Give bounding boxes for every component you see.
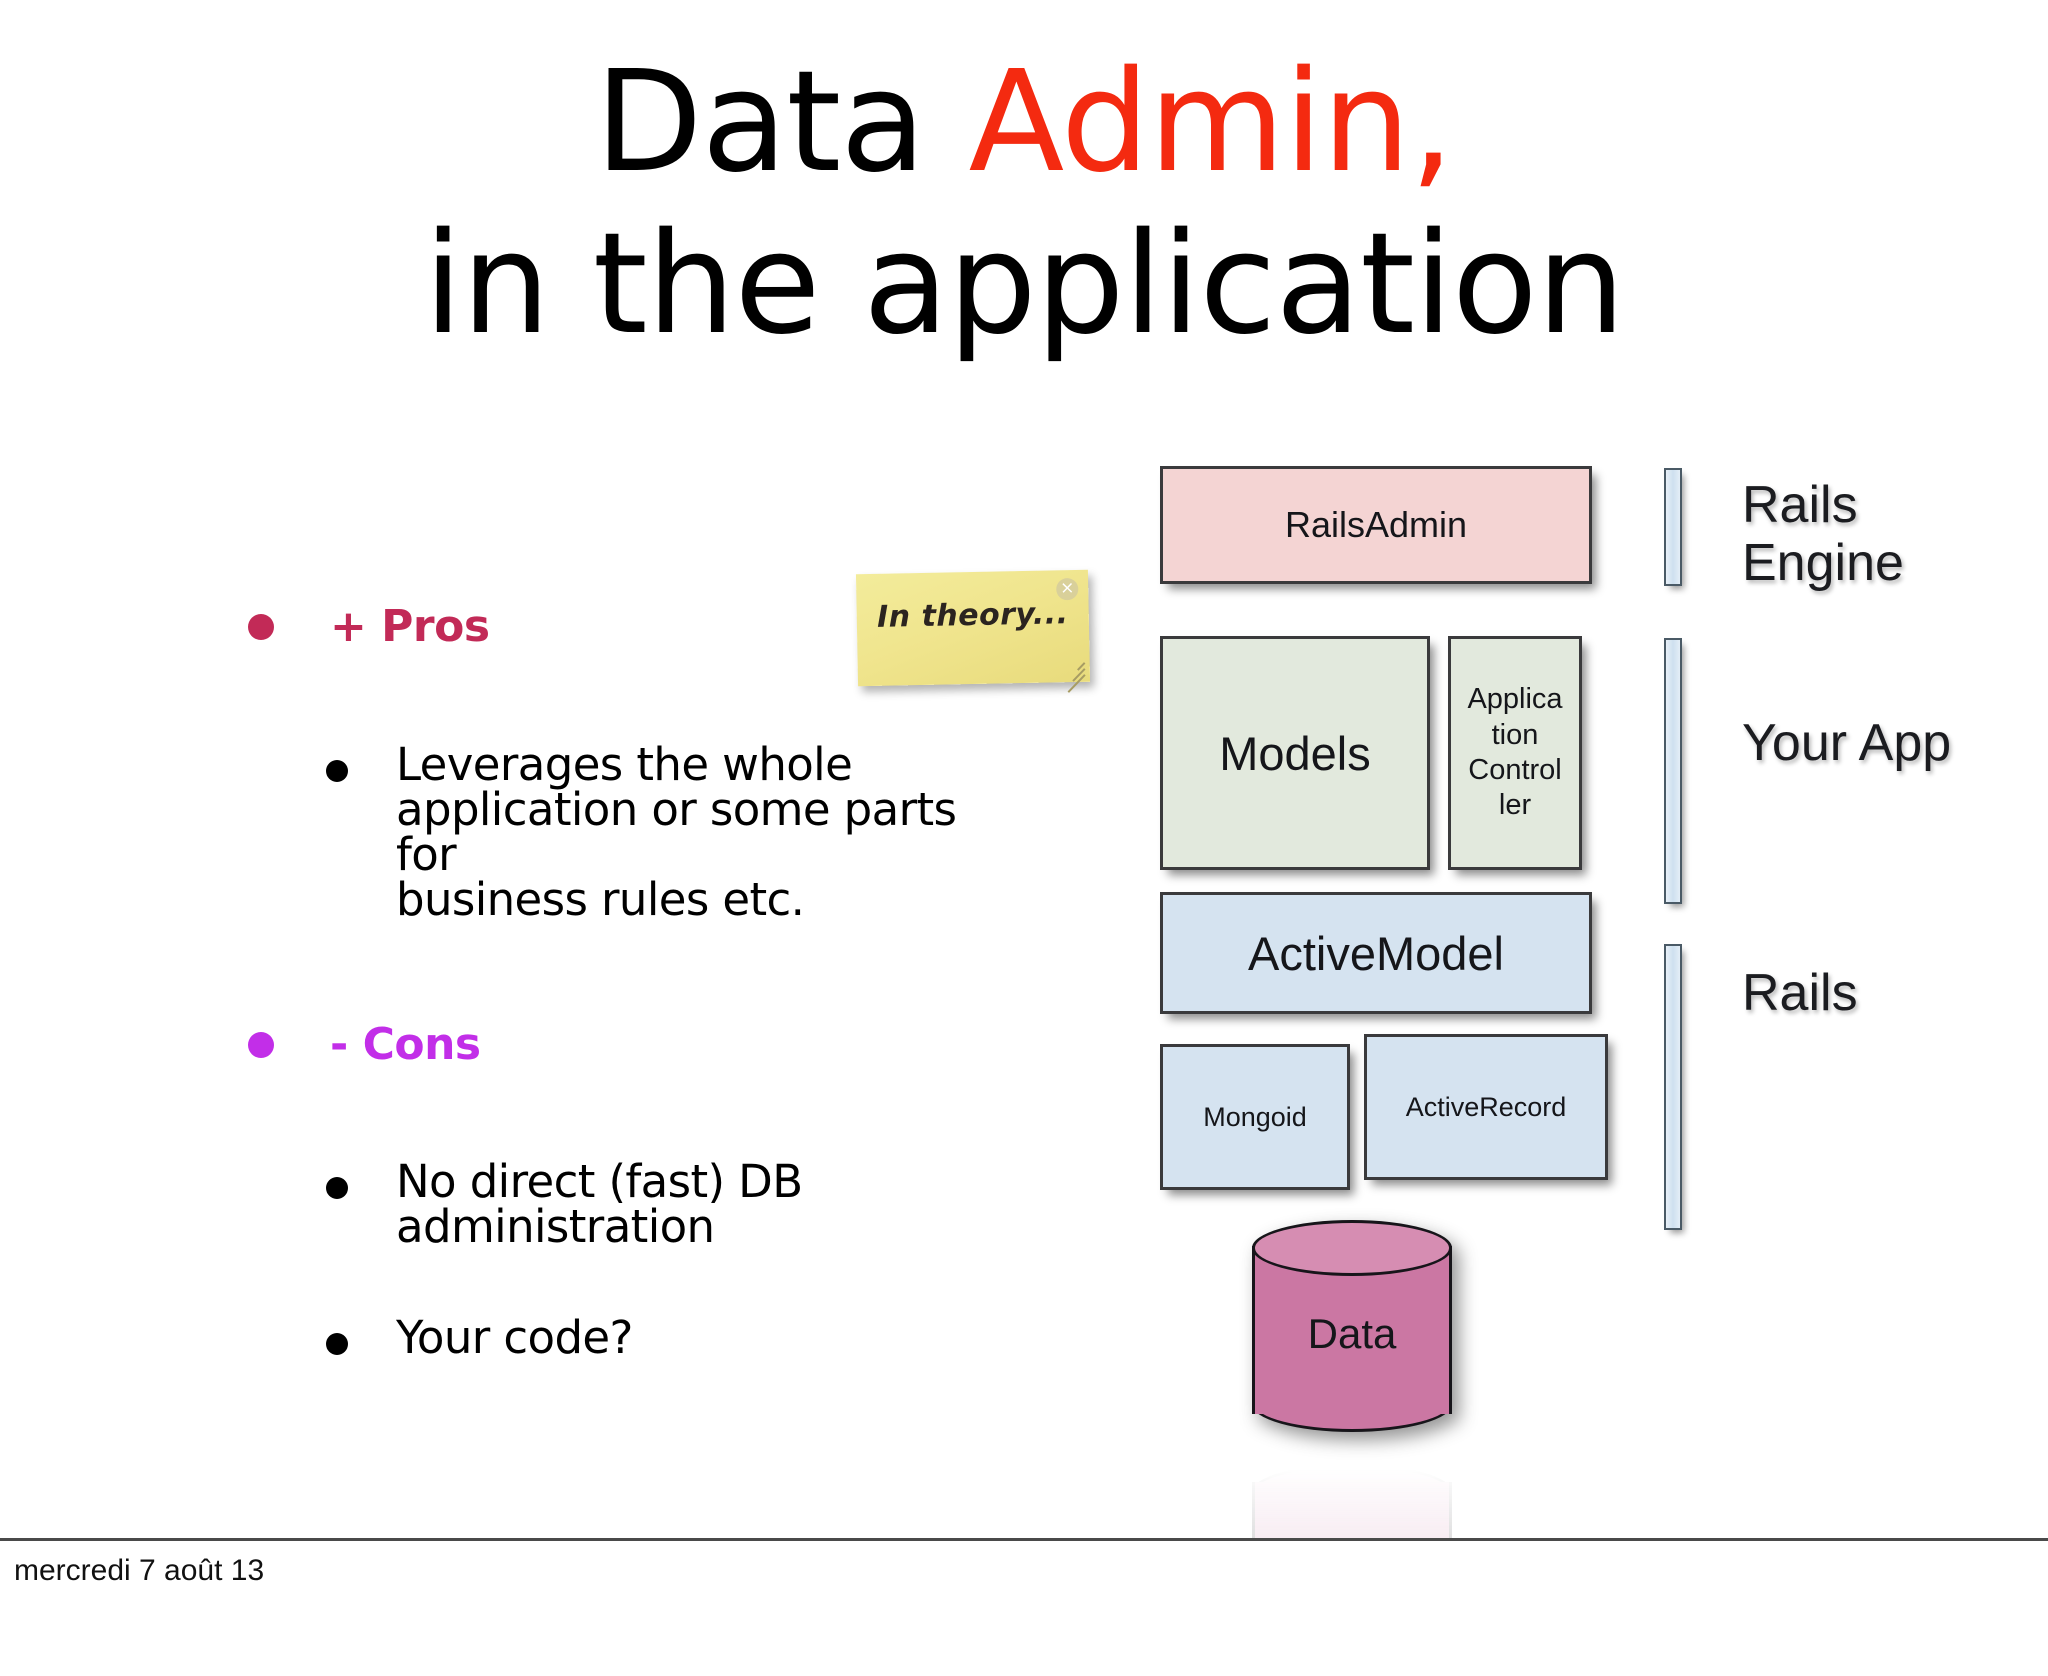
- diagram-box-label: Applica tion Control ler: [1467, 682, 1562, 824]
- bullet-label-your-code: Your code?: [396, 1311, 633, 1365]
- diagram-box-activerecord: ActiveRecord: [1364, 1034, 1608, 1180]
- sticky-note-text: In theory...: [876, 596, 1069, 635]
- layer-label-rails-engine: Rails Engine: [1742, 476, 1904, 592]
- box-label-line: tion: [1491, 718, 1539, 751]
- bullet-item-your-code: Your code?: [326, 1315, 1008, 1360]
- title-accent-text: Admin,: [968, 41, 1455, 204]
- box-label-line: Applica: [1467, 683, 1563, 716]
- diagram-box-label: RailsAdmin: [1284, 504, 1468, 545]
- box-label-line: Control: [1468, 754, 1562, 786]
- datastore-cylinder: Data: [1252, 1220, 1452, 1432]
- title-plain-text: Data: [594, 41, 969, 204]
- layer-label-line: Rails: [1742, 476, 1858, 534]
- bullet-item-no-direct-db: No direct (fast) DB administration: [326, 1159, 1008, 1249]
- resize-grip-icon[interactable]: [1058, 652, 1086, 693]
- bullet-label-no-direct-db: No direct (fast) DB administration: [396, 1159, 803, 1249]
- bracket-bar-your-app: [1664, 638, 1682, 904]
- cylinder-shape-mirror: Data: [1252, 1464, 1452, 1538]
- architecture-diagram: RailsAdmin Models Applica tion Control l…: [1152, 456, 1952, 1538]
- datastore-label: Data: [1307, 1310, 1397, 1357]
- cylinder-body: [1252, 1482, 1452, 1538]
- filled-circle-bullet-icon: [326, 1333, 348, 1356]
- bullet-line: No direct (fast) DB: [396, 1155, 803, 1209]
- filled-circle-bullet-icon: [326, 1177, 348, 1200]
- bracket-bar-rails: [1664, 944, 1682, 1230]
- bullet-label-pros: + Pros: [330, 601, 490, 652]
- diagram-box-label: Mongoid: [1203, 1101, 1307, 1132]
- bullet-item-cons: - Cons: [248, 1018, 1008, 1072]
- bullet-item-pros: + Pros: [248, 600, 1008, 654]
- footer-date: mercredi 7 août 13: [14, 1554, 265, 1587]
- spacer: [248, 922, 1008, 1018]
- bullet-list: + Pros Leverages the whole application o…: [248, 600, 1008, 1360]
- title-line-1: Data Admin,: [0, 41, 2048, 204]
- diagram-box-application-controller: Applica tion Control ler: [1448, 636, 1582, 870]
- page-title: Data Admin, in the application: [0, 41, 2048, 367]
- bullet-line: application or some parts for: [396, 782, 957, 881]
- diagram-box-activemodel: ActiveModel: [1160, 892, 1592, 1014]
- filled-circle-bullet-icon: [326, 759, 348, 782]
- cylinder-shape: Data: [1252, 1220, 1452, 1432]
- datastore-cylinder-reflection: Data: [1252, 1464, 1452, 1538]
- box-label-line: ler: [1498, 789, 1532, 822]
- cylinder-top: [1252, 1220, 1452, 1276]
- slide-canvas: Data Admin, in the application + Pros Le…: [0, 41, 2048, 1538]
- bullet-line: administration: [396, 1200, 715, 1254]
- spacer: [248, 1249, 1008, 1315]
- footer-divider: [0, 1538, 2048, 1541]
- filled-circle-bullet-icon: [248, 1031, 274, 1058]
- bullet-line: business rules etc.: [396, 872, 805, 926]
- layer-label-line: Engine: [1742, 534, 1904, 593]
- diagram-box-label: ActiveModel: [1248, 926, 1504, 980]
- diagram-box-railsadmin: RailsAdmin: [1160, 466, 1592, 584]
- bracket-bar-rails-engine: [1664, 468, 1682, 586]
- title-line-2: in the application: [423, 203, 1626, 367]
- diagram-box-mongoid: Mongoid: [1160, 1044, 1350, 1190]
- filled-circle-bullet-icon: [248, 614, 274, 640]
- sticky-note[interactable]: In theory... ×: [855, 569, 1091, 693]
- bullet-label-leverages: Leverages the whole application or some …: [396, 742, 1008, 922]
- bullet-line: Leverages the whole: [396, 737, 853, 791]
- bullet-item-leverages: Leverages the whole application or some …: [326, 742, 1008, 922]
- bullet-label-cons: - Cons: [330, 1018, 481, 1070]
- spacer: [248, 1081, 1008, 1159]
- diagram-box-models: Models: [1160, 636, 1430, 870]
- diagram-box-label: Models: [1219, 726, 1371, 780]
- diagram-box-label: ActiveRecord: [1405, 1091, 1567, 1122]
- layer-label-rails: Rails: [1742, 964, 1858, 1022]
- layer-label-your-app: Your App: [1742, 714, 1952, 772]
